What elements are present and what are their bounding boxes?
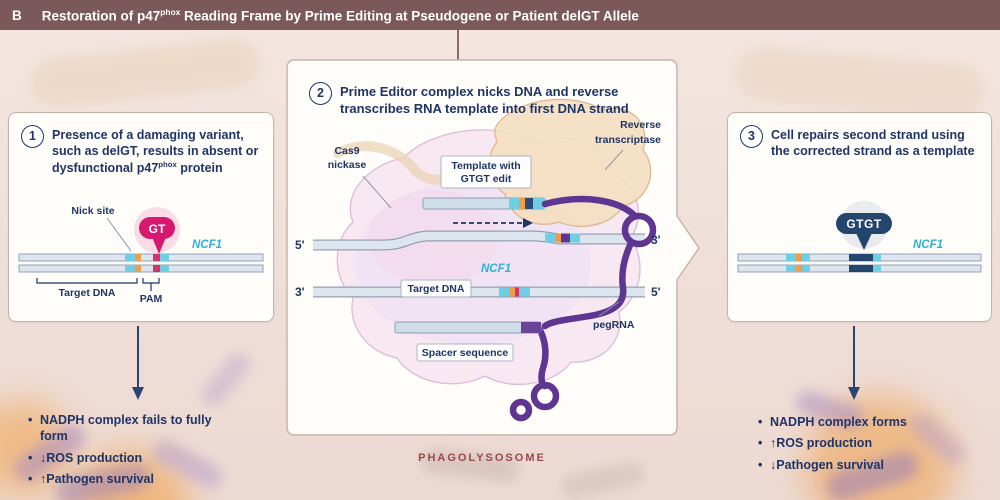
reverse-transcriptase-blob <box>488 98 652 227</box>
spacer-strand <box>394 321 542 334</box>
sequence-bands <box>125 254 169 272</box>
step-1-dna-diagram: Nick site GT NCF1 Target DNA PAM <box>18 205 264 305</box>
gene-label: NCF1 <box>481 263 511 275</box>
pegrna-leader-line <box>598 301 620 317</box>
bacteria-decoration <box>28 36 262 110</box>
step-2-panel: Cas9 nickase Reverse transcriptase Templ… <box>283 58 703 438</box>
step-2-diagram: Cas9 nickase Reverse transcriptase Templ… <box>286 59 700 436</box>
template-strand <box>422 197 546 210</box>
dna-double-strand <box>737 253 982 273</box>
step-1-header: 1 Presence of a damaging variant, such a… <box>9 113 273 176</box>
spacer-label-box <box>416 343 514 362</box>
pam-label: PAM <box>140 293 163 305</box>
step-3-outcome-arrow <box>848 326 860 400</box>
sequence-bands <box>786 254 881 272</box>
pegrna-label: pegRNA <box>593 319 635 331</box>
template-label-line2: GTGT edit <box>461 173 512 185</box>
figure-title: Restoration of p47phox Reading Frame by … <box>41 6 639 24</box>
step-3-description: Cell repairs second strand using the cor… <box>771 128 975 159</box>
gt-marker-label: GT <box>149 222 166 236</box>
cas9-leader-line <box>362 175 392 209</box>
bacteria-decoration <box>197 348 255 410</box>
nick-site-leader-line <box>106 217 132 252</box>
five-prime-left-label: 5' <box>295 238 305 252</box>
step-1-outcome-arrow <box>132 326 144 400</box>
step-3-number-badge: 3 <box>740 125 763 148</box>
step-1-panel: 1 Presence of a damaging variant, such a… <box>8 112 274 322</box>
list-item: ↑ROS production <box>758 435 968 452</box>
target-dna-label-box <box>400 279 472 298</box>
target-dna-label: Target DNA <box>59 287 116 299</box>
dna-double-strand <box>18 253 264 273</box>
step-1-outcomes: NADPH complex fails to fully form ↓ROS p… <box>28 412 213 492</box>
list-item: NADPH complex fails to fully form <box>28 412 213 445</box>
list-item: ↑Pathogen survival <box>28 471 213 488</box>
pam-bracket <box>142 278 160 284</box>
step-1-description: Presence of a damaging variant, such as … <box>52 128 259 175</box>
nick-site-label: Nick site <box>71 205 114 217</box>
cas9-label-line1: Cas9 <box>334 145 359 157</box>
step-3-panel: 3 Cell repairs second strand using the c… <box>727 112 992 322</box>
target-dna-label: Target DNA <box>408 283 465 295</box>
five-prime-right-label: 5' <box>651 285 661 299</box>
gtgt-marker-tail <box>856 233 872 250</box>
sequence-bands <box>545 233 580 243</box>
step-2-number-badge: 2 <box>309 82 332 105</box>
step-2-header: 2 Prime Editor complex nicks DNA and rev… <box>297 70 677 118</box>
list-item: NADPH complex forms <box>758 414 968 431</box>
step-3-dna-diagram: GTGT NCF1 <box>737 201 982 273</box>
bottom-dna-strand <box>313 286 645 298</box>
step-3-outcomes: NADPH complex forms ↑ROS production ↓Pat… <box>758 414 968 478</box>
step-3-header: 3 Cell repairs second strand using the c… <box>728 113 991 160</box>
bacteria-decoration <box>733 44 987 121</box>
list-item: ↓ROS production <box>28 450 213 467</box>
template-label-box <box>440 155 532 189</box>
gene-label: NCF1 <box>192 239 222 251</box>
three-prime-left-label: 3' <box>295 285 305 299</box>
step-1-number-badge: 1 <box>21 125 44 148</box>
gt-marker-tail <box>152 237 166 254</box>
list-item: ↓Pathogen survival <box>758 457 968 474</box>
step-2-description: Prime Editor complex nicks DNA and rever… <box>340 84 629 116</box>
panel-letter: B <box>12 7 22 23</box>
spacer-label: Spacer sequence <box>422 347 509 359</box>
rt-label-line1: Reverse <box>620 119 661 131</box>
top-dna-strand <box>313 230 645 251</box>
header-connector-line <box>457 30 459 62</box>
figure-header: B Restoration of p47phox Reading Frame b… <box>0 0 1000 30</box>
gtgt-marker-label: GTGT <box>846 217 881 231</box>
rt-label-line2: transcriptase <box>595 134 661 146</box>
target-dna-bracket <box>36 278 138 284</box>
gt-marker <box>139 217 175 239</box>
rt-leader-line <box>604 149 624 171</box>
template-label-line1: Template with <box>451 160 520 172</box>
ribbon-decoration <box>333 141 453 185</box>
sequence-bands <box>499 287 530 297</box>
bacteria-decoration <box>558 459 647 500</box>
reverse-transcription-arrow <box>453 218 533 228</box>
pegrna-path <box>509 195 657 422</box>
three-prime-right-label: 3' <box>651 233 661 247</box>
gene-label: NCF1 <box>913 239 943 251</box>
cas9-label-line2: nickase <box>328 159 367 171</box>
phagolysosome-label: PHAGOLYSOSOME <box>418 452 546 464</box>
gtgt-marker <box>836 213 892 234</box>
